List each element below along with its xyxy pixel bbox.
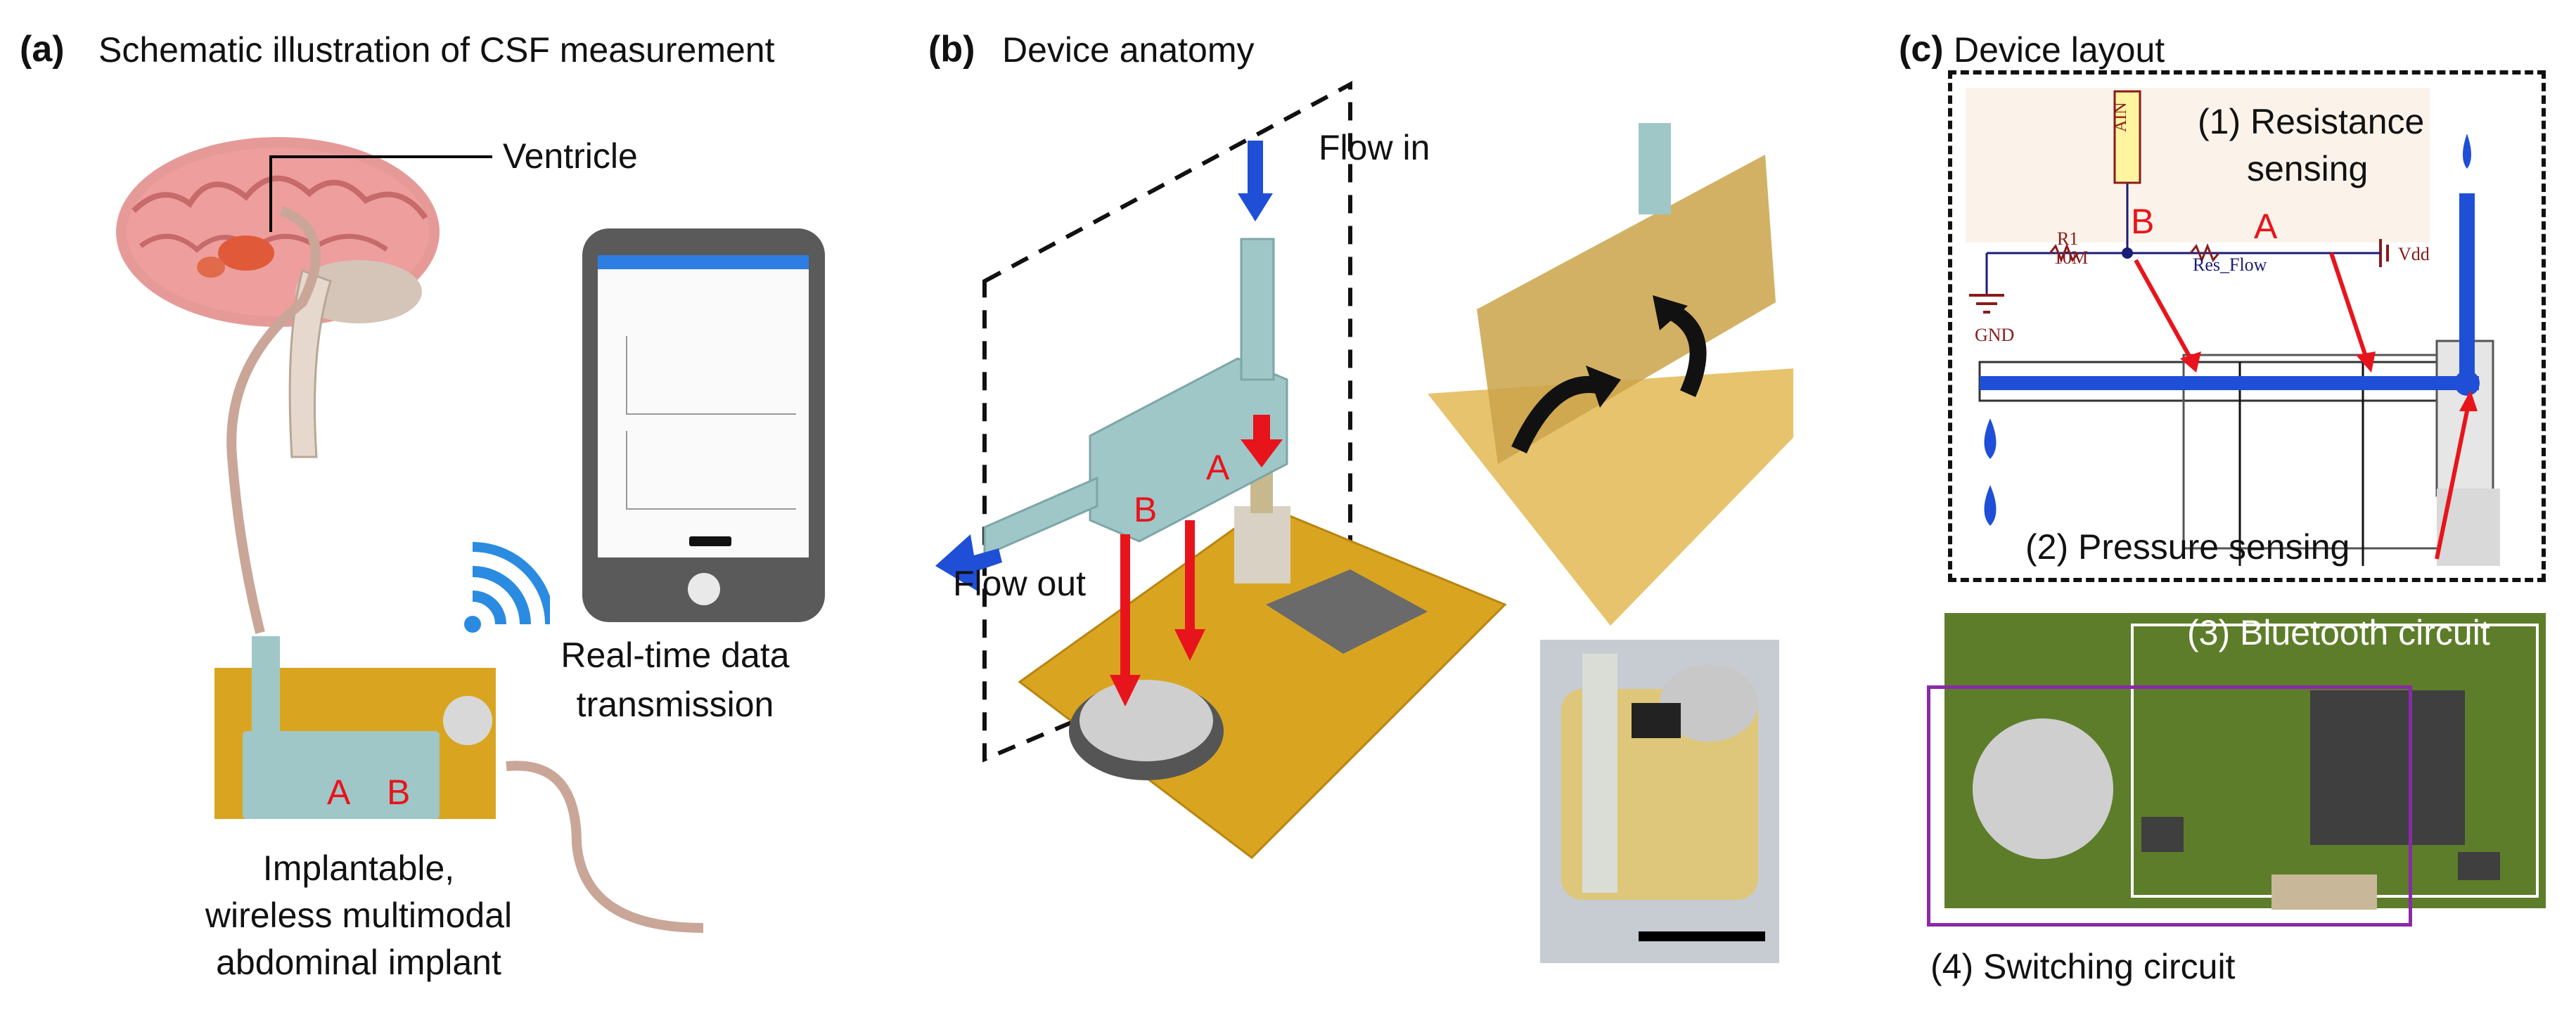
phone-home-button: [688, 573, 720, 605]
coin-cell-footprint: [1973, 718, 2113, 859]
implant-marker-a: A: [327, 773, 351, 812]
layout-marker-b: B: [2131, 202, 2155, 241]
panel-a-letter: (a): [20, 29, 65, 70]
flow-out-label: Flow out: [953, 564, 1086, 603]
transmission-label-line2: transmission: [576, 685, 774, 724]
bluetooth-chip: [2310, 690, 2465, 845]
implant-label-line1: Implantable,: [262, 849, 455, 888]
smartphone: [582, 228, 825, 622]
brain-illustration: [116, 137, 440, 458]
small-ic-2: [2458, 852, 2500, 880]
schematic-ain-label: AIN: [2112, 102, 2130, 132]
panel-a-title: Schematic illustration of CSF measuremen…: [98, 30, 775, 70]
resistance-sensing-line2: sensing: [2247, 149, 2369, 188]
panel-b-letter: (b): [928, 29, 975, 70]
phone-screen: [598, 255, 809, 557]
bluetooth-circuit-label: (3) Bluetooth circuit: [2187, 613, 2490, 652]
implant-inlet-tube: [252, 636, 280, 735]
ventricle-label: Ventricle: [503, 136, 638, 176]
schematic-r1-label: R1: [2057, 228, 2079, 249]
implant-coin-battery: [443, 696, 492, 745]
schematic-res-flow-label: Res_Flow: [2193, 254, 2267, 275]
anatomy-marker-a: A: [1206, 448, 1230, 487]
schematic-gnd-label: GND: [1975, 325, 2015, 345]
resistance-sensing-line1: (1) Resistance: [2198, 102, 2425, 141]
phone-button: [689, 536, 731, 546]
phone-plot-1: [626, 336, 796, 415]
switching-outline: [1927, 685, 2412, 927]
implant-housing: [243, 731, 440, 819]
schematic-r1-value: 10M: [2053, 247, 2089, 268]
phone-plot-2: [626, 431, 796, 510]
pcb-layout: [1944, 613, 2546, 910]
device-anatomy-drawing: [935, 80, 1793, 963]
implant-label-line2: wireless multimodal: [205, 896, 513, 935]
device-layout-drawing: [1966, 88, 2500, 566]
layout-marker-a: A: [2254, 207, 2278, 246]
anatomy-marker-b: B: [1134, 490, 1158, 529]
panel-c-title: Device layout: [1954, 30, 2165, 70]
small-ic-1: [2141, 817, 2184, 852]
schematic-vdd-label: Vdd: [2398, 244, 2430, 264]
phone-app-bar: [598, 255, 809, 269]
switching-circuit-label: (4) Switching circuit: [1930, 947, 2236, 986]
panel-b-title: Device anatomy: [1002, 30, 1255, 70]
transmission-label-line1: Real-time data: [560, 635, 790, 675]
pressure-sensing-label: (2) Pressure sensing: [2025, 527, 2350, 567]
flow-in-label: Flow in: [1319, 128, 1430, 167]
implant-marker-b: B: [387, 773, 411, 812]
catheter-and-leader: [226, 155, 704, 933]
panel-c-letter: (c): [1899, 29, 1944, 70]
wifi-icon: [464, 542, 550, 633]
implant-label-line3: abdominal implant: [216, 943, 501, 982]
device-layout-box: [1948, 70, 2546, 582]
switch-component: [2271, 875, 2377, 910]
